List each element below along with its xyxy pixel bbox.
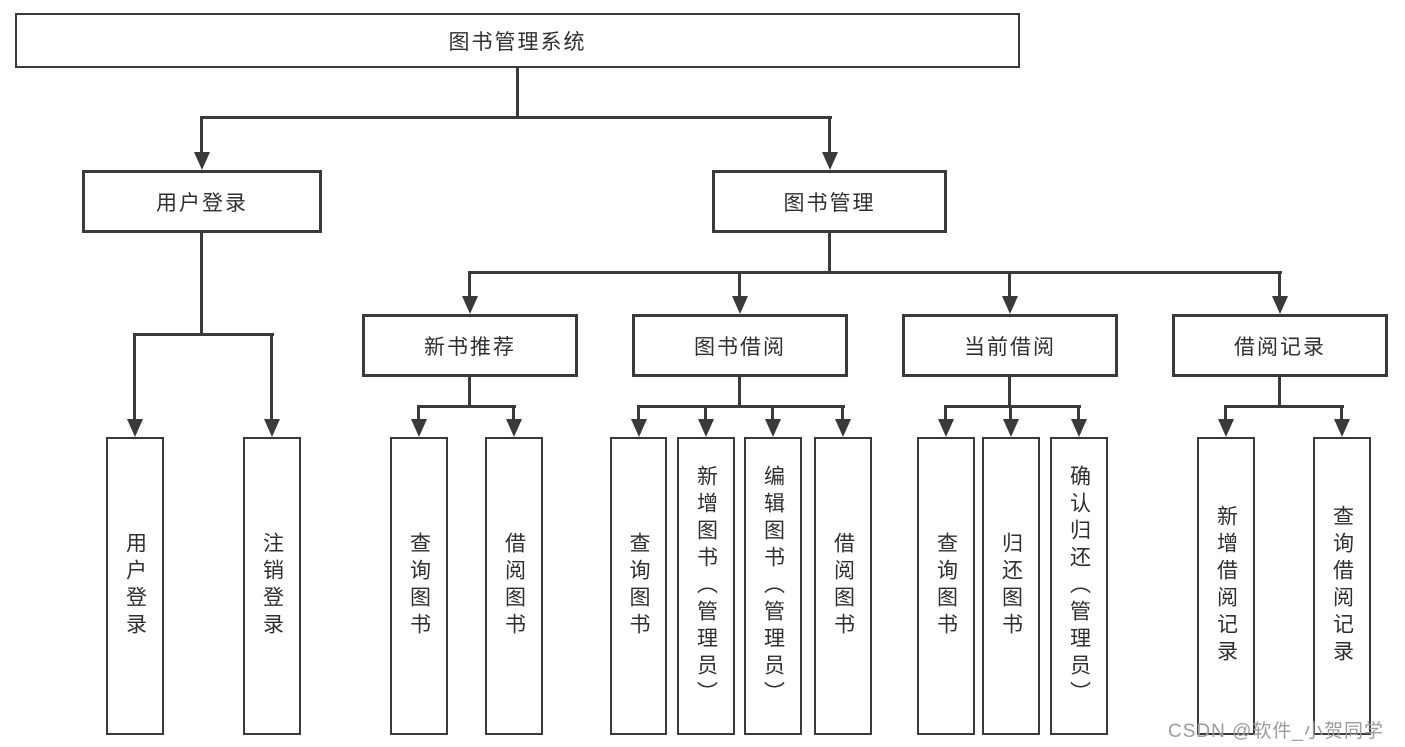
connector-line [738,377,741,408]
arrowhead-icon [411,419,427,437]
connector-line [417,405,420,421]
arrowhead-icon [127,419,143,437]
node-book-borrow: 图书借阅 [632,314,848,377]
connector-line [828,233,831,274]
node-func-query-book-3: 查询图书 [917,437,975,735]
connector-line [704,405,707,421]
node-label: 借阅图书 [502,532,526,640]
arrowhead-icon [938,419,954,437]
connector-line [1008,377,1011,408]
connector-line [944,405,1081,408]
connector-line [1009,405,1012,421]
connector-line [637,405,640,421]
connector-line [468,377,471,408]
connector-line [1340,405,1343,421]
connector-line [417,405,516,408]
node-label: 查询借阅记录 [1330,505,1354,667]
node-func-query-book-2: 查询图书 [610,437,667,735]
arrowhead-icon [1334,419,1350,437]
node-label: 归还图书 [999,532,1023,640]
node-label: 借阅记录 [1234,335,1326,359]
connector-line [1008,271,1011,298]
node-library-system: 图书管理系统 [15,13,1020,68]
node-func-query-borrow-record: 查询借阅记录 [1313,437,1371,735]
connector-line [1278,377,1281,408]
node-func-user-login: 用户登录 [106,437,164,735]
arrowhead-icon [822,152,838,170]
node-label: 新增借阅记录 [1214,505,1238,667]
node-user-login: 用户登录 [82,170,322,233]
arrowhead-icon [1071,419,1087,437]
node-current-borrow: 当前借阅 [902,314,1118,377]
connector-line [468,271,471,298]
connector-line [771,405,774,421]
node-label: 查询图书 [627,532,650,640]
node-book-management: 图书管理 [712,170,947,233]
node-label: 查询图书 [934,532,958,640]
node-label: 图书管理系统 [448,30,587,54]
arrowhead-icon [462,296,478,314]
arrowhead-icon [1002,296,1018,314]
node-func-return-book: 归还图书 [982,437,1040,735]
node-label: 新增图书（管理员） [694,464,718,708]
connector-line [828,116,831,154]
node-borrow-record: 借阅记录 [1172,314,1388,377]
arrowhead-icon [765,419,781,437]
arrowhead-icon [835,419,851,437]
node-label: 编辑图书（管理员） [761,464,785,708]
connector-line [133,333,274,336]
node-func-add-book-admin: 新增图书（管理员） [677,437,735,735]
connector-line [512,405,515,421]
arrowhead-icon [506,419,522,437]
arrowhead-icon [1272,296,1288,314]
connector-line [841,405,844,421]
node-label: 确认归还（管理员） [1067,464,1091,708]
arrowhead-icon [194,152,210,170]
node-func-logout: 注销登录 [243,437,301,735]
node-label: 借阅图书 [831,532,855,640]
node-label: 图书管理 [783,191,876,215]
node-func-query-book-1: 查询图书 [390,437,448,735]
node-func-confirm-return-admin: 确认归还（管理员） [1050,437,1108,735]
arrowhead-icon [631,419,647,437]
node-label: 当前借阅 [964,335,1056,359]
connector-line [1278,271,1281,298]
arrowhead-icon [732,296,748,314]
node-label: 查询图书 [407,532,431,640]
node-label: 用户登录 [123,532,147,640]
node-func-edit-book-admin: 编辑图书（管理员） [744,437,802,735]
node-func-borrow-book-1: 借阅图书 [485,437,543,735]
connector-line [200,233,203,336]
arrowhead-icon [1003,419,1019,437]
connector-line [270,333,273,421]
connector-line [1224,405,1344,408]
connector-line [516,68,519,118]
arrowhead-icon [698,419,714,437]
connector-line [1077,405,1080,421]
connector-line [133,333,136,421]
arrowhead-icon [264,419,280,437]
node-label: 用户登录 [156,191,248,215]
connector-line [944,405,947,421]
node-label: 新书推荐 [424,335,516,359]
connector-line [200,116,203,154]
connector-line [738,271,741,298]
csdn-watermark: CSDN @软件_小贺同学 [1168,721,1384,742]
node-new-book-recommend: 新书推荐 [362,314,578,377]
node-label: 注销登录 [260,532,284,640]
node-func-add-borrow-record: 新增借阅记录 [1197,437,1255,735]
connector-line [637,405,845,408]
node-label: 图书借阅 [694,335,786,359]
arrowhead-icon [1218,419,1234,437]
node-func-borrow-book-2: 借阅图书 [814,437,872,735]
connector-line [200,116,832,119]
connector-line [1224,405,1227,421]
connector-line [468,271,1282,274]
